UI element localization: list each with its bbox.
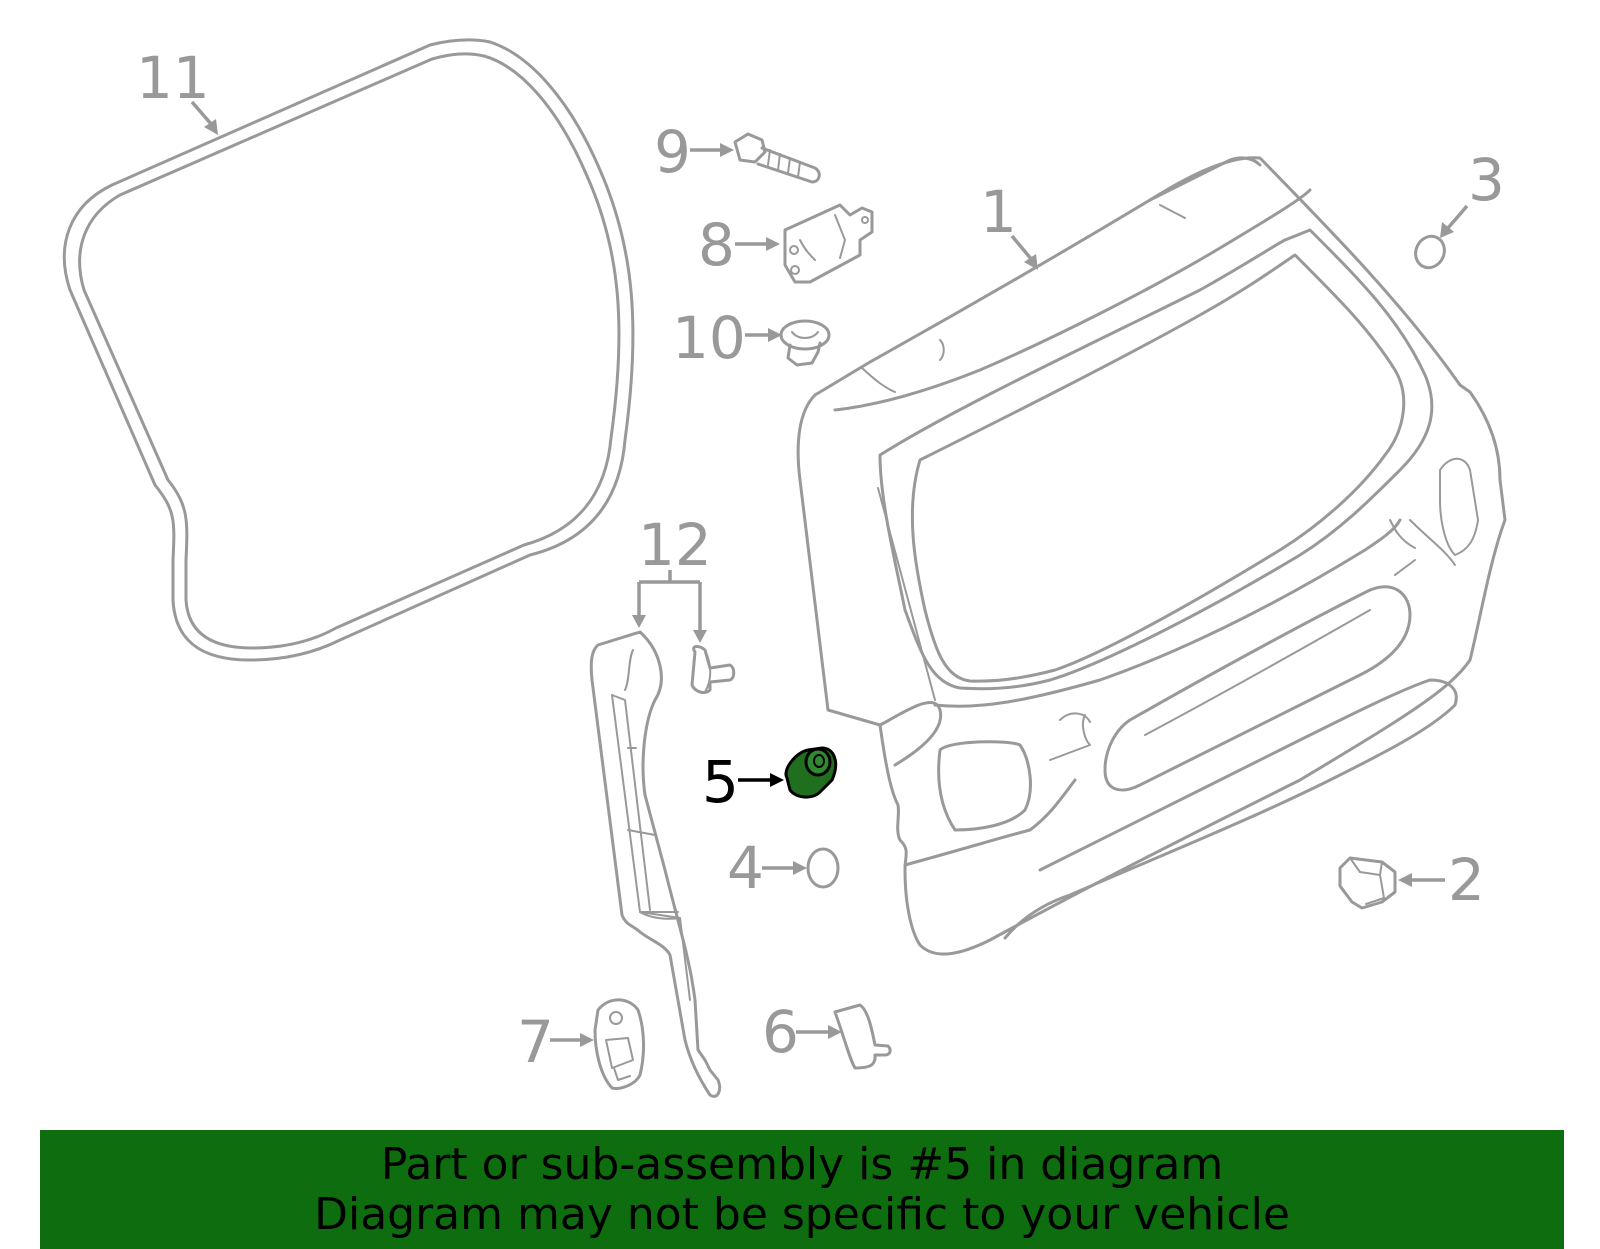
banner-line-2: Diagram may not be specific to your vehi… <box>314 1189 1290 1240</box>
callout-4-arrow <box>762 861 807 875</box>
callout-1: 1 <box>980 178 1017 246</box>
callout-1-arrow <box>1010 234 1038 270</box>
callout-6-arrow <box>796 1025 842 1039</box>
part-7-latch <box>593 998 646 1090</box>
callout-9: 9 <box>654 118 691 186</box>
banner-line-1: Part or sub-assembly is #5 in diagram <box>380 1139 1224 1190</box>
callout-11-arrow <box>190 100 218 135</box>
part-10-nut <box>779 319 831 367</box>
callout-10: 10 <box>672 304 746 372</box>
callout-2-arrow <box>1398 873 1445 887</box>
part-8-hinge <box>783 203 874 284</box>
callout-7-arrow <box>550 1033 594 1047</box>
part-12-clip <box>690 645 736 694</box>
callout-6: 6 <box>762 998 799 1066</box>
part-6-pad <box>833 1003 892 1070</box>
callout-8-arrow <box>735 237 780 251</box>
callout-8: 8 <box>698 211 735 279</box>
callout-11: 11 <box>136 44 210 112</box>
part-2-clip <box>1338 856 1397 910</box>
callout-9-arrow <box>690 143 734 157</box>
part-4-plug <box>806 847 840 889</box>
callout-10-arrow <box>745 328 782 342</box>
callout-3: 3 <box>1468 146 1505 214</box>
part-11-weatherstrip <box>62 38 635 662</box>
callout-3-arrow <box>1440 204 1469 238</box>
part-5-bumper <box>784 746 838 799</box>
part-1-liftgate <box>796 156 1507 956</box>
info-banner: Part or sub-assembly is #5 in diagram Di… <box>40 1130 1564 1249</box>
callout-12-bracket <box>632 570 707 643</box>
callout-5-arrow <box>738 773 784 787</box>
callout-7: 7 <box>517 1008 554 1076</box>
part-9-bolt <box>733 132 821 184</box>
callout-2: 2 <box>1448 846 1485 914</box>
callout-5: 5 <box>702 748 739 816</box>
callout-12: 12 <box>638 511 712 579</box>
callout-4: 4 <box>727 834 764 902</box>
part-12-trim-panel <box>589 630 722 1098</box>
part-3-plug <box>1414 234 1446 270</box>
